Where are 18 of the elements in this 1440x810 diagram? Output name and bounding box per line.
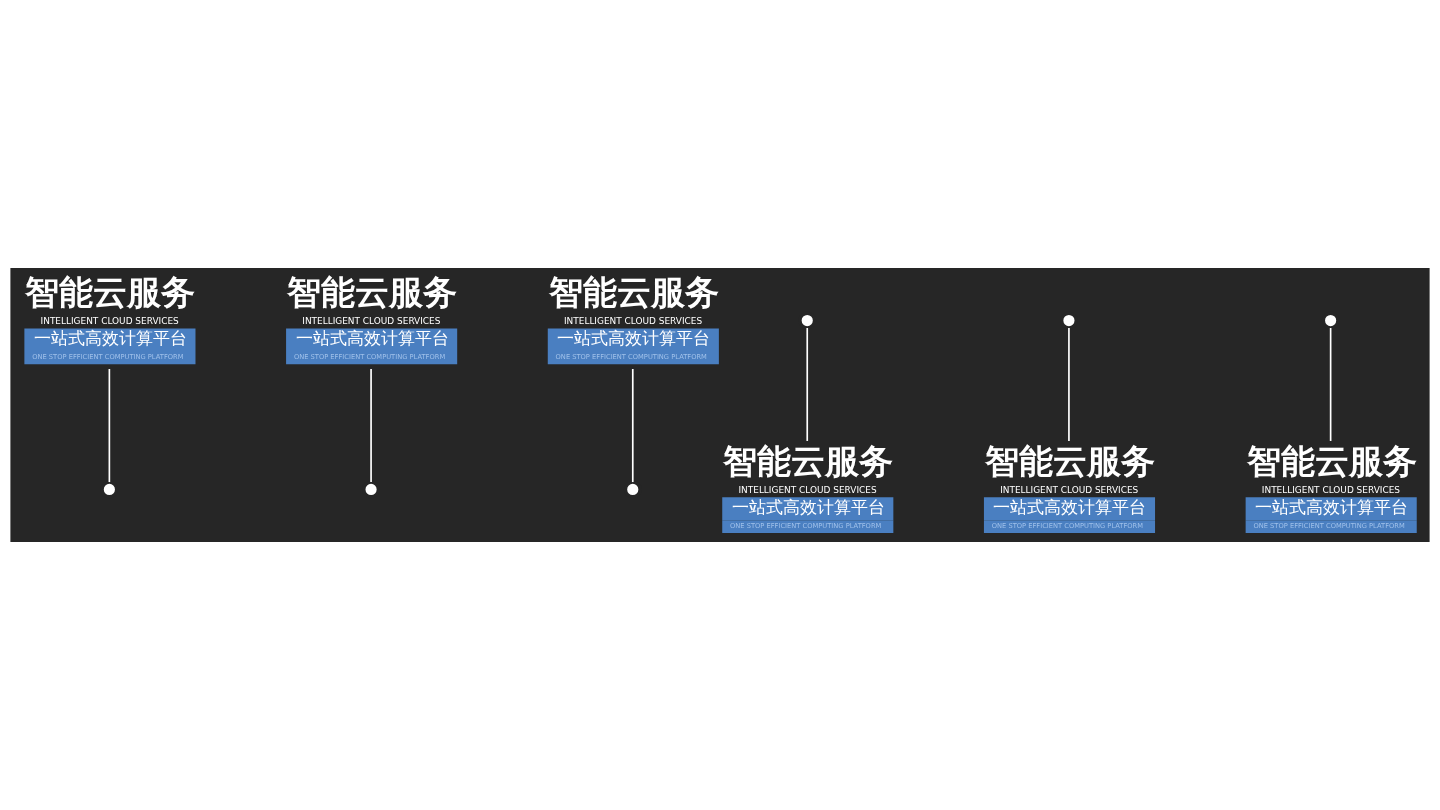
- node-label: INTELLIGENT CLOUD SERVICES: [302, 316, 441, 327]
- connector: [806, 327, 809, 442]
- node-label: 智能云服务: [287, 272, 458, 312]
- connector: [631, 368, 634, 483]
- node-label: 智能云服务: [548, 272, 719, 312]
- node-label: INTELLIGENT CLOUD SERVICES: [738, 485, 877, 496]
- node-label: INTELLIGENT CLOUD SERVICES: [40, 316, 179, 327]
- connector: [370, 368, 372, 483]
- connector: [1329, 327, 1332, 442]
- node-label: INTELLIGENT CLOUD SERVICES: [1261, 485, 1400, 496]
- node-label: 智能云服务: [723, 441, 894, 481]
- node-label: INTELLIGENT CLOUD SERVICES: [563, 316, 703, 327]
- node-label: 智能云服务: [1246, 441, 1417, 481]
- connector: [1068, 327, 1070, 442]
- node-label: 智能云服务: [985, 441, 1156, 481]
- node-label: 智能云服务: [25, 272, 196, 312]
- node-label: INTELLIGENT CLOUD SERVICES: [1000, 485, 1139, 496]
- connector: [108, 368, 111, 483]
